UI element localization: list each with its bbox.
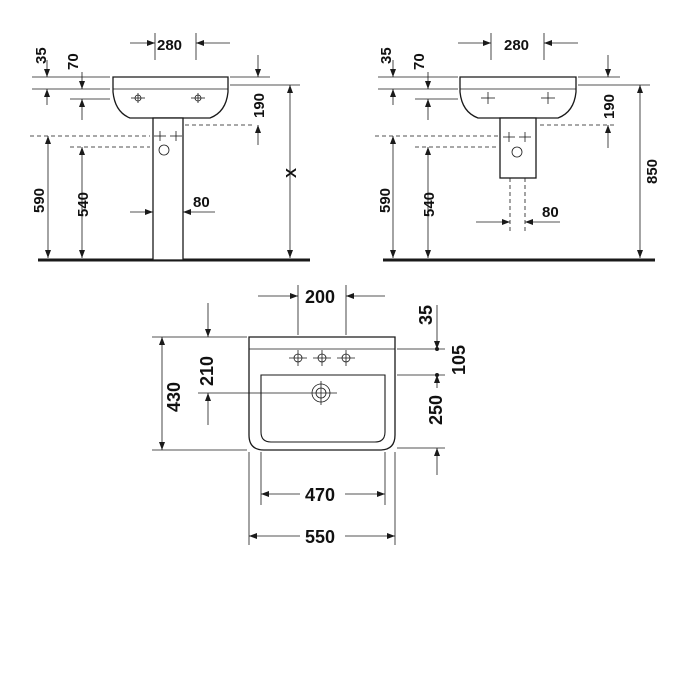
dim-label: 280 [504, 37, 529, 54]
waste-fitting-symbol [154, 131, 182, 156]
dim-label: 35 [33, 47, 50, 64]
tap-hole-symbol [337, 350, 355, 366]
tap-hole-symbol [191, 93, 205, 103]
waste-fitting-symbol [503, 132, 531, 158]
dim-label: 190 [601, 94, 618, 119]
dim-label: 590 [31, 188, 48, 213]
basin-side-profile [112, 76, 229, 119]
dim-label: 470 [305, 485, 335, 505]
dim-label: 540 [421, 192, 438, 217]
dim-label: 105 [449, 345, 469, 375]
basin-bowl [260, 374, 386, 443]
dim-label: 590 [377, 188, 394, 213]
dim-label: 280 [157, 37, 182, 54]
waste-outlet-symbol [305, 381, 337, 405]
tap-hole-symbol [313, 350, 331, 366]
dim-label: 70 [65, 53, 82, 70]
pedestal [152, 117, 184, 261]
dim-label: 80 [193, 194, 210, 211]
tap-hole-symbol [289, 350, 307, 366]
dim-label: 250 [426, 395, 446, 425]
dim-label: 550 [305, 527, 335, 547]
dim-label: 210 [197, 356, 217, 386]
tap-hole-symbol [131, 93, 145, 103]
dim-label: X [283, 168, 300, 178]
tap-hole-symbol [541, 92, 555, 104]
tap-hole-symbol [481, 92, 495, 104]
dim-label: 430 [164, 382, 184, 412]
dim-label: 70 [411, 53, 428, 70]
dim-label: 190 [251, 93, 268, 118]
basin-side-profile [459, 76, 577, 119]
dim-label: 540 [75, 192, 92, 217]
dim-label: 200 [305, 287, 335, 307]
dim-label: 80 [542, 204, 559, 221]
view-basin-with-semi-pedestal: 280 35 70 190 850 590 540 80 [375, 33, 661, 262]
view-basin-plan: 200 35 105 250 210 430 470 [152, 285, 469, 547]
dim-label: 850 [644, 159, 661, 184]
semi-pedestal [499, 117, 537, 179]
dim-label: 35 [416, 305, 436, 325]
view-basin-with-pedestal: 280 35 70 190 X 590 540 80 [30, 33, 310, 262]
dim-label: 35 [378, 47, 395, 64]
